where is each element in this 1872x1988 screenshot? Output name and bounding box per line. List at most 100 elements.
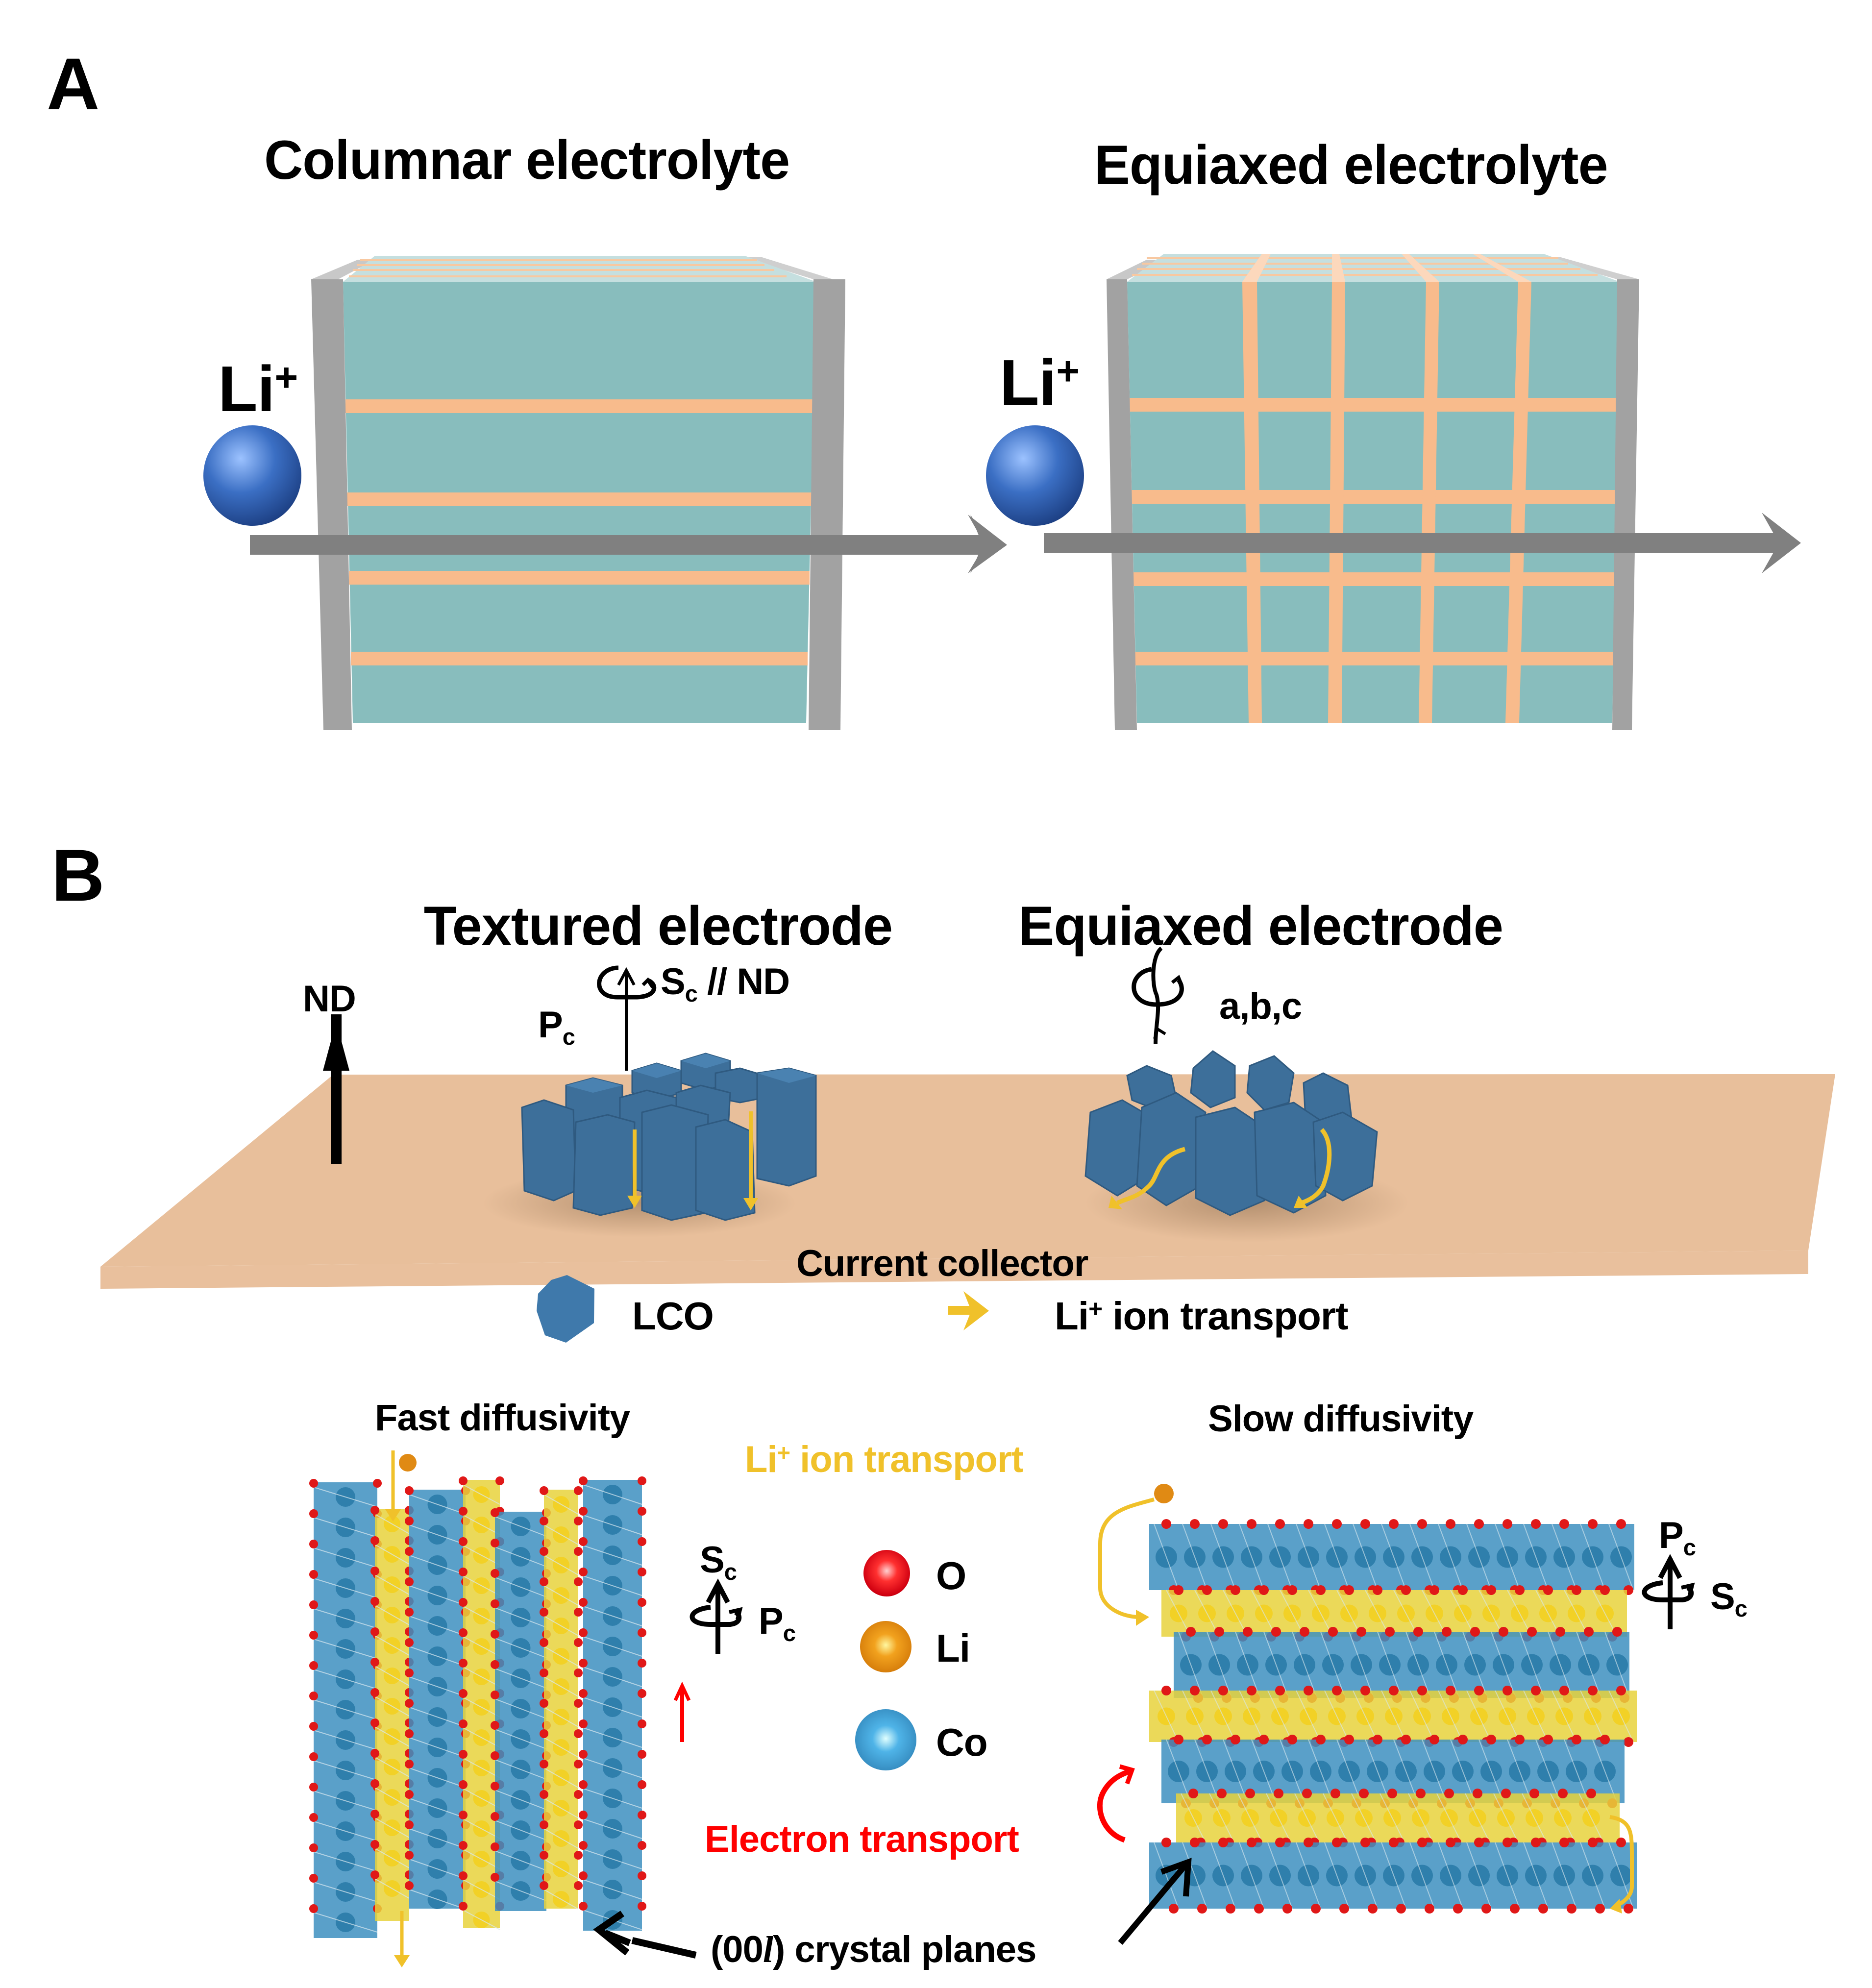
o-atom — [370, 1567, 379, 1575]
o-atom — [1332, 1519, 1342, 1529]
o-atom — [1316, 1735, 1326, 1744]
o-atom — [1287, 1585, 1297, 1595]
o-atom — [1572, 1585, 1581, 1595]
o-atom — [540, 1577, 548, 1586]
li-transport-arrow — [1300, 1128, 1332, 1205]
o-atom — [491, 1812, 499, 1821]
grain-boundary — [1128, 398, 1618, 412]
left-pc-label: Pc — [759, 1600, 796, 1646]
o-atom — [540, 1820, 548, 1829]
o-atom — [1254, 1904, 1264, 1914]
o-atom — [1588, 1838, 1598, 1847]
o-atom — [638, 1689, 646, 1698]
o-atom — [579, 1537, 588, 1546]
o-atom — [1174, 1735, 1183, 1744]
o-atom — [491, 1660, 499, 1669]
o-atom — [491, 1842, 499, 1851]
o-atom — [459, 1841, 468, 1850]
o-atom — [579, 1507, 588, 1516]
o-atom — [638, 1476, 646, 1485]
o-atom — [1302, 1789, 1312, 1798]
o-atom — [540, 1517, 548, 1525]
o-atom — [1226, 1904, 1235, 1914]
o-atom — [370, 1718, 379, 1727]
o-atom — [638, 1902, 646, 1911]
o-atom — [1600, 1735, 1610, 1744]
o-atom — [579, 1811, 588, 1819]
o-atom — [1543, 1585, 1553, 1595]
textured-pc-label: Pc — [538, 1004, 575, 1050]
grain-boundary — [351, 652, 808, 665]
o-atom — [579, 1689, 588, 1698]
o-atom — [1202, 1735, 1212, 1744]
grain-boundary — [1505, 282, 1531, 723]
grain-boundary — [1130, 490, 1616, 504]
o-atom — [370, 1506, 379, 1515]
o-atom — [1169, 1904, 1179, 1914]
o-atom — [1360, 1838, 1370, 1847]
o-atom — [1316, 1585, 1326, 1595]
o-atom — [1486, 1585, 1496, 1595]
o-atom — [1474, 1838, 1484, 1847]
o-atom — [1417, 1838, 1427, 1847]
o-atom — [1515, 1735, 1525, 1744]
o-atom — [1470, 1627, 1480, 1637]
o-atom — [1572, 1735, 1581, 1744]
o-atom — [459, 1537, 468, 1546]
o-atom — [491, 1873, 499, 1882]
o-atom — [540, 1547, 548, 1556]
textured-lco-crystals — [521, 1053, 817, 1221]
o-atom — [1567, 1904, 1576, 1914]
ion-path-arrow-shaft — [250, 535, 990, 555]
lco-crystal — [695, 1119, 756, 1221]
lco-crystal — [572, 1114, 636, 1216]
o-atom — [1417, 1686, 1427, 1695]
o-atom — [638, 1841, 646, 1850]
o-atom — [459, 1628, 468, 1637]
grain-boundary — [1133, 652, 1613, 665]
equiaxed-rotation-icon — [1132, 946, 1184, 1044]
cobalt-atom-icon — [855, 1709, 916, 1770]
o-atom — [540, 1729, 548, 1738]
o-atom — [579, 1719, 588, 1728]
o-atom — [540, 1638, 548, 1647]
o-atom — [1247, 1519, 1256, 1529]
o-atom — [405, 1517, 414, 1525]
o-atom — [309, 1843, 318, 1852]
o-atom — [1161, 1519, 1171, 1529]
o-atom — [405, 1577, 414, 1586]
equiaxed-abc-label: a,b,c — [1219, 985, 1302, 1027]
o-atom — [1401, 1585, 1411, 1595]
o-atom — [1231, 1735, 1240, 1744]
o-atom — [574, 1881, 583, 1890]
o-atom — [1425, 1904, 1434, 1914]
o-atom — [491, 1539, 499, 1547]
o-atom — [370, 1627, 379, 1636]
o-atom — [638, 1568, 646, 1576]
o-atom — [459, 1476, 468, 1485]
o-atom — [1389, 1838, 1399, 1847]
o-atom — [1538, 1904, 1548, 1914]
o-atom — [1274, 1789, 1283, 1798]
o-atom — [579, 1568, 588, 1576]
o-atom — [309, 1661, 318, 1670]
o-atom — [1190, 1838, 1200, 1847]
o-atom — [1531, 1686, 1541, 1695]
o-atom — [459, 1871, 468, 1880]
o-atom — [540, 1486, 548, 1495]
fast-diffusivity-title: Fast diffusivity — [375, 1397, 630, 1439]
o-atom — [459, 1750, 468, 1759]
li-ion-label-right: Li+ — [1000, 346, 1080, 418]
o-atom — [309, 1540, 318, 1548]
cobalt-atom-label: Co — [936, 1720, 988, 1764]
o-atom — [579, 1598, 588, 1607]
o-atom — [1186, 1627, 1196, 1637]
o-atom — [1275, 1519, 1285, 1529]
o-atom — [459, 1719, 468, 1728]
right-collector-top — [742, 257, 833, 279]
o-atom — [1275, 1838, 1285, 1847]
o-atom — [370, 1870, 379, 1879]
o-atom — [309, 1600, 318, 1609]
o-atom — [579, 1659, 588, 1668]
